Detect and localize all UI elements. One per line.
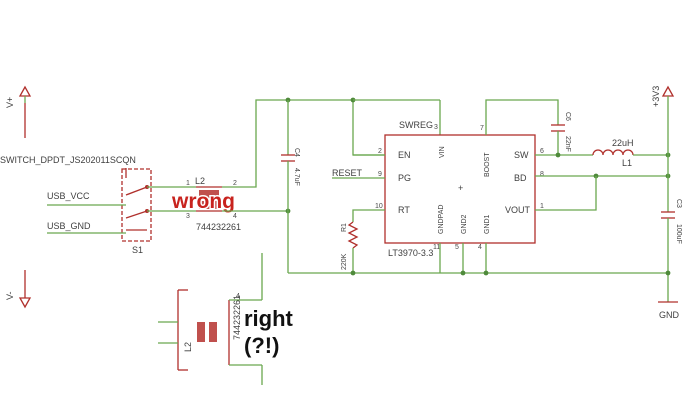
choke-right-pin-4: 4 xyxy=(236,293,240,300)
inductor-l1: 22uH L1 xyxy=(592,138,634,168)
v-minus-rail: V- xyxy=(5,270,32,309)
gnd-symbol: GND xyxy=(658,301,680,320)
v-minus-arrow-icon xyxy=(18,297,32,309)
resistor-r1: R1 220K xyxy=(341,221,359,273)
c3-value: 100uF xyxy=(675,224,682,244)
ic-pin-gnd2: GND2 xyxy=(461,214,468,234)
c6-ref: C6 xyxy=(564,112,571,121)
ic-pin-vin-num: 3 xyxy=(434,124,438,131)
gnd-label: GND xyxy=(659,310,680,320)
choke-l2-right: L2 744232261 4 xyxy=(158,253,263,385)
c4-value: 4.7uF xyxy=(293,168,300,186)
ic-pin-gnd2-num: 5 xyxy=(455,244,459,251)
choke-right-winding-left xyxy=(197,322,205,342)
plus-3v3-arrow-icon xyxy=(661,85,675,97)
choke-pin-1: 1 xyxy=(186,180,190,187)
ic-pin-bd: BD xyxy=(514,173,527,183)
ic-pin-en: EN xyxy=(398,150,411,160)
ic-pin-gndpad-num: 11 xyxy=(433,244,440,251)
choke-pin-2: 2 xyxy=(233,180,237,187)
ic-pin-en-num: 2 xyxy=(378,148,382,155)
r1-ref: R1 xyxy=(341,223,348,232)
choke-winding-bottom xyxy=(199,201,219,209)
ic-pin-sw: SW xyxy=(514,150,529,160)
capacitor-c6: C6 22nF xyxy=(551,112,571,155)
reset-net-label: RESET xyxy=(332,168,363,178)
usb-vcc-net-label: USB_VCC xyxy=(47,191,90,201)
plus-3v3-label: +3V3 xyxy=(651,86,661,107)
choke-pin-3: 3 xyxy=(186,213,190,220)
ic-pin-bd-num: 8 xyxy=(540,171,544,178)
l1-value: 22uH xyxy=(612,138,634,148)
choke-ref-label: L2 xyxy=(195,176,205,186)
c6-value: 22nF xyxy=(564,136,571,152)
plus-3v3-rail: +3V3 xyxy=(651,85,675,212)
ic-pin-gnd1: GND1 xyxy=(484,214,491,234)
v-minus-label: V- xyxy=(5,291,15,300)
ic-pin-rt-num: 10 xyxy=(375,203,383,210)
capacitor-c3: C3 100uF xyxy=(661,199,682,302)
usb-gnd-net-label: USB_GND xyxy=(47,221,91,231)
right-annotation-line2: (?!) xyxy=(244,333,279,358)
ic-pin-vout-num: 1 xyxy=(540,203,544,210)
svg-text:+: + xyxy=(458,183,463,193)
v-plus-arrow-icon xyxy=(18,85,32,97)
choke-right-part: 744232261 xyxy=(232,295,242,340)
switch-part-label: SWITCH_DPDT_JS202011SCQN xyxy=(0,155,136,165)
right-annotation-line1: right xyxy=(244,306,294,331)
ic-pin-vin: VIN xyxy=(439,146,446,158)
ic-lt3970: SWREG LT3970-3.3 EN 2 PG 9 RT 10 VIN BOO… xyxy=(375,120,544,258)
c4-ref: C4 xyxy=(293,148,300,157)
v-plus-rail: V+ xyxy=(5,85,32,138)
wrong-annotation: wrong xyxy=(171,190,235,213)
c3-ref: C3 xyxy=(675,199,682,208)
choke-right-winding-right xyxy=(209,322,217,342)
capacitor-c4: C4 4.7uF xyxy=(281,100,300,273)
choke-l2-wrong: L2 1 2 3 4 744232261 xyxy=(186,176,241,232)
choke-right-ref: L2 xyxy=(183,342,193,352)
ic-pin-sw-num: 6 xyxy=(540,148,544,155)
ic-pin-gndpad: GNDPAD xyxy=(438,205,445,234)
ic-pin-vout: VOUT xyxy=(505,205,531,215)
choke-pin-4: 4 xyxy=(233,213,237,220)
ic-pin-pg: PG xyxy=(398,173,411,183)
r1-value: 220K xyxy=(341,253,348,270)
ic-pin-gnd1-num: 4 xyxy=(478,244,482,251)
ic-pin-pg-num: 9 xyxy=(378,171,382,178)
v-plus-label: V+ xyxy=(5,97,15,108)
ic-pin-boost-num: 7 xyxy=(480,125,484,132)
choke-part-label: 744232261 xyxy=(196,222,241,232)
ic-part-label: LT3970-3.3 xyxy=(388,248,433,258)
ic-ref-label: SWREG xyxy=(399,120,433,130)
ic-pin-boost: BOOST xyxy=(484,152,491,177)
ic-body xyxy=(384,134,536,244)
ic-pin-rt: RT xyxy=(398,205,410,215)
l1-ref: L1 xyxy=(622,158,632,168)
switch-ref-label: S1 xyxy=(132,245,143,255)
choke-winding-top xyxy=(199,190,219,198)
switch-s1: SWITCH_DPDT_JS202011SCQN S1 xyxy=(0,155,152,255)
